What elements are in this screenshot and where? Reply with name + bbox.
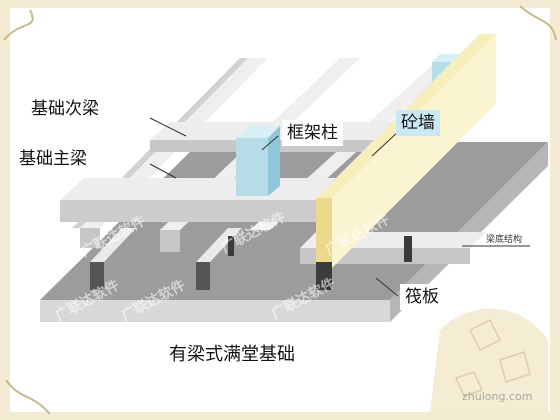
diagram-title: 有梁式满堂基础 (169, 344, 295, 365)
main-beam-label: 基础主梁 (14, 146, 92, 172)
site-watermark: zhulong.com (462, 390, 533, 403)
raft-slab-label: 筏板 (400, 284, 444, 310)
frame-column (236, 54, 464, 196)
secondary-beam-label: 基础次梁 (26, 96, 104, 122)
beam-bottom-structure-label: 梁底结构 (486, 235, 523, 245)
leader-lines (149, 117, 530, 297)
front-cross-beams (90, 228, 412, 290)
concrete-wall-label: 砼墙 (396, 110, 440, 136)
frame-column-label: 框架柱 (282, 120, 343, 146)
